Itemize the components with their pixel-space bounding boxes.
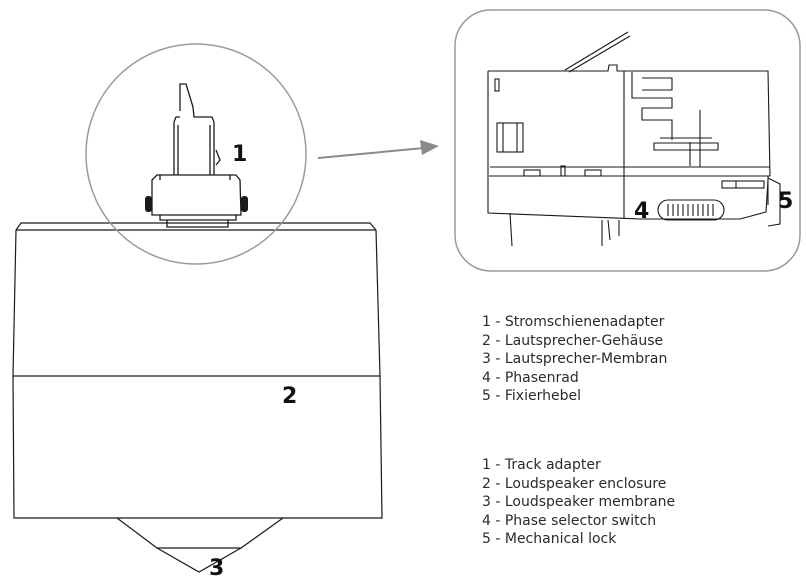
detail-box (454, 9, 801, 272)
legend-item: 1 - Track adapter (482, 457, 601, 473)
zoom-arrow (317, 140, 439, 159)
legend-item: 5 - Fixierhebel (482, 388, 581, 405)
track-adapter (145, 83, 248, 228)
callout-5: 5 (778, 189, 793, 214)
callout-4: 4 (634, 199, 649, 224)
legend-item: 4 - Phasenrad (482, 369, 579, 386)
legend-item: 2 - Loudspeaker enclosure (482, 475, 667, 492)
legend-item: 2 - Lautsprecher-Gehäuse (482, 332, 664, 349)
legend-item: 1 - Stromschienenadapter (482, 314, 665, 330)
callout-2: 2 (282, 384, 297, 409)
adapter-detail (487, 31, 781, 247)
legend-english: 1 - Track adapter 2 - Loudspeaker enclos… (482, 456, 675, 549)
legend-item: 5 - Mechanical lock (482, 531, 617, 548)
zoom-circle (85, 43, 307, 265)
legend-item: 3 - Lautsprecher-Membran (482, 351, 668, 368)
speaker-enclosure (12, 222, 383, 519)
speaker-membrane (116, 517, 284, 573)
legend-german: 1 - Stromschienenadapter 2 - Lautspreche… (482, 313, 667, 406)
callout-3: 3 (209, 556, 224, 578)
legend-item: 4 - Phase selector switch (482, 512, 657, 529)
callout-1: 1 (232, 142, 247, 167)
legend-item: 3 - Loudspeaker membrane (482, 494, 676, 511)
